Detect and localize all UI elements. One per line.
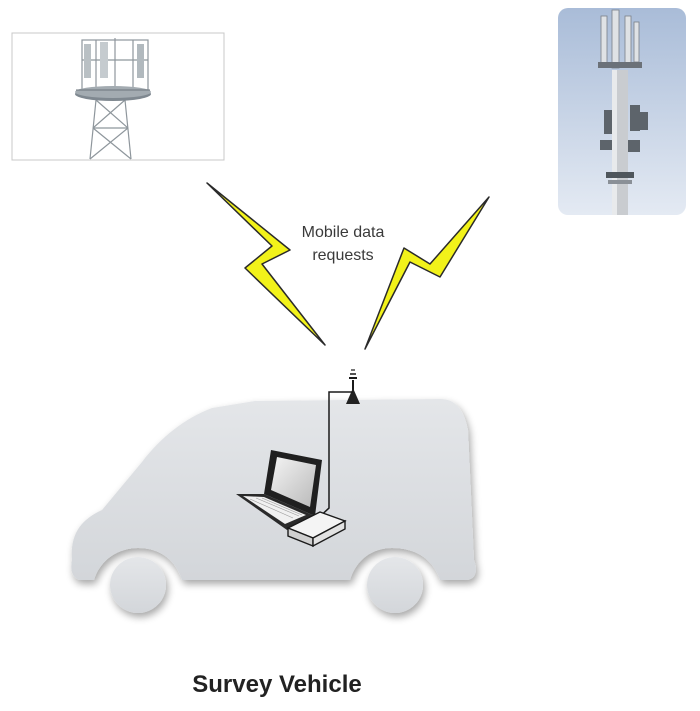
left-lightning-bolt-icon xyxy=(206,182,326,346)
vehicle-label: Survey Vehicle xyxy=(192,671,361,698)
laptop-icon xyxy=(236,450,322,530)
signal-label-line2: requests xyxy=(312,247,373,264)
antenna-icon xyxy=(346,369,360,404)
signal-label-line1: Mobile data xyxy=(302,224,385,241)
cell-mast-photo-icon xyxy=(558,8,686,215)
modem-icon xyxy=(286,511,347,548)
right-lightning-bolt-icon xyxy=(364,196,490,350)
cell-tower-photo-icon xyxy=(11,32,225,161)
